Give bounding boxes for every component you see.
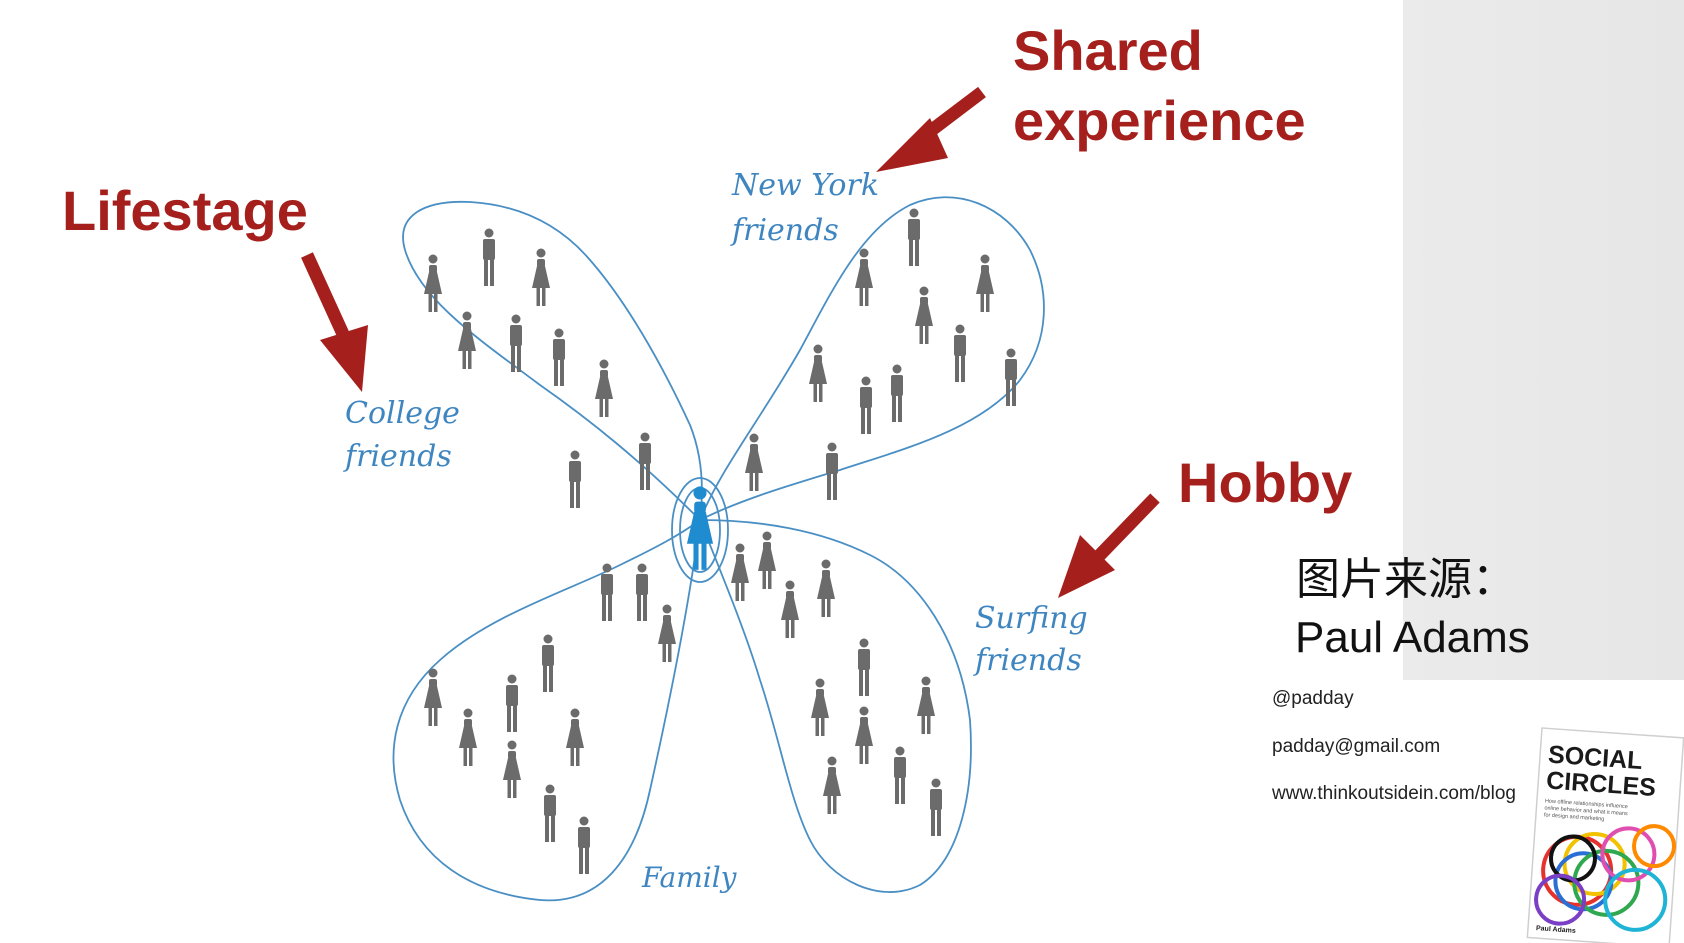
email-address: padday@gmail.com xyxy=(1272,736,1440,757)
surfing-label-line1: Surfing xyxy=(975,601,1088,636)
lifestage-callout: Lifestage xyxy=(62,179,308,242)
college-circle xyxy=(402,200,703,522)
book-rings-icon xyxy=(1534,824,1677,932)
book-cover: SOCIAL CIRCLES How offline relationships… xyxy=(1526,727,1684,943)
me-circle-outer xyxy=(671,477,729,583)
book-subtitle-line3: for design and marketing xyxy=(1544,812,1605,822)
twitter-handle: @padday xyxy=(1272,688,1354,709)
college-label-line1: College xyxy=(345,396,460,431)
book-subtitle-line1: How offline relationships influence xyxy=(1545,798,1628,810)
shared-callout-line2: experience xyxy=(1013,89,1306,152)
credit-name: Paul Adams xyxy=(1295,613,1530,662)
newyork-circle xyxy=(698,196,1045,522)
credit-title: 图片来源： xyxy=(1296,554,1516,605)
surfing-circle xyxy=(698,519,972,893)
book-author: Paul Adams xyxy=(1536,925,1576,935)
book-subtitle-line2: online behavior and what it means xyxy=(1544,805,1628,817)
newyork-label-line1: New York xyxy=(731,168,879,203)
hobby-arrow-icon xyxy=(1058,493,1160,598)
college-label-line2: friends xyxy=(343,439,452,474)
lifestage-arrow-icon xyxy=(301,252,368,392)
shared-arrow-icon xyxy=(876,86,986,172)
shared-callout-line1: Shared xyxy=(1013,19,1203,82)
family-label: Family xyxy=(641,861,738,894)
hobby-callout: Hobby xyxy=(1178,451,1352,514)
family-circle xyxy=(392,518,702,902)
newyork-label-line2: friends xyxy=(730,213,839,248)
book-title-line1: SOCIAL xyxy=(1547,741,1643,776)
blog-url: www.thinkoutsidein.com/blog xyxy=(1271,783,1516,804)
surfing-label-line2: friends xyxy=(973,643,1082,678)
